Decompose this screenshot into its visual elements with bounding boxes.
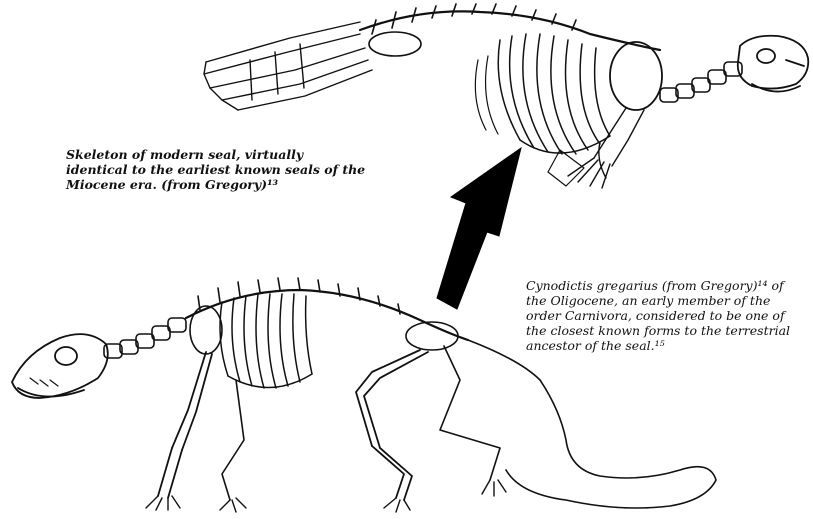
seal-caption: Skeleton of modern seal, virtually ident…: [66, 147, 366, 192]
cynodictis-neck: [104, 318, 186, 358]
cynodictis-skull: [12, 334, 108, 398]
cynodictis-spine: [186, 278, 468, 340]
seal-scapula: [610, 42, 662, 110]
cynodictis-caption: Cynodictis gregarius (from Gregory)¹⁴ of…: [526, 278, 796, 353]
cynodictis-tail: [468, 340, 716, 508]
cynodictis-scapula: [190, 306, 222, 354]
seal-hind-flippers: [204, 22, 372, 110]
cynodictis-front-leg: [146, 352, 246, 512]
seal-spine: [360, 4, 660, 50]
seal-neck: [660, 62, 742, 102]
evolution-arrow: [437, 148, 521, 309]
cynodictis-hind-leg: [356, 346, 506, 512]
cynodictis-ribcage: [220, 294, 312, 388]
seal-pelvis: [369, 32, 421, 56]
seal-skull: [738, 36, 808, 92]
seal-front-flipper: [548, 108, 644, 188]
seal-ribcage: [475, 34, 610, 154]
